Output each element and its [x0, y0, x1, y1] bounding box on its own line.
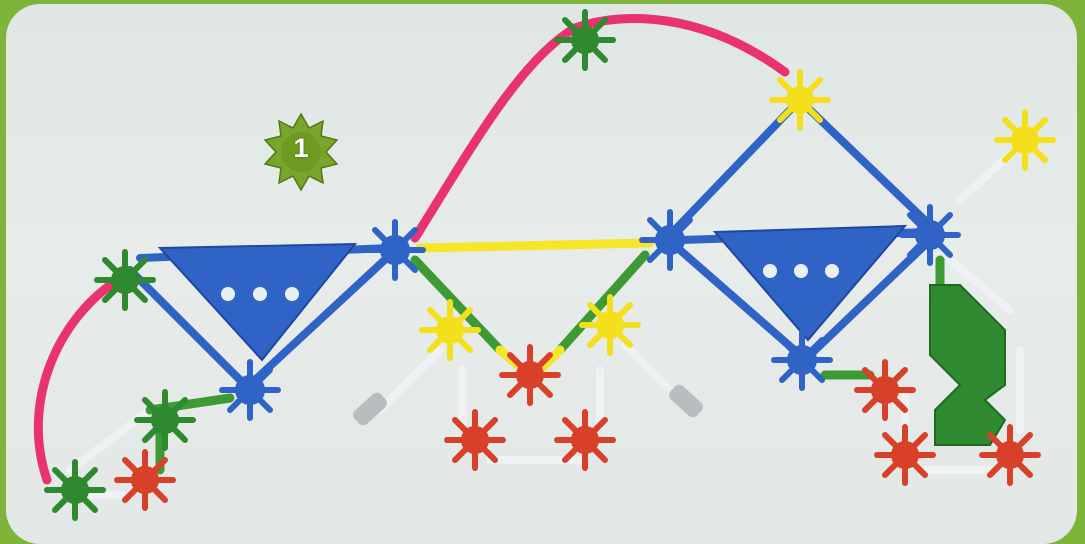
red-connector — [447, 412, 503, 468]
green-connector — [557, 12, 613, 68]
step-number-label: 1 — [281, 133, 321, 164]
yellow-connector — [997, 112, 1053, 168]
panel-holes-right — [763, 264, 839, 278]
blue-triangle-panel-right — [715, 226, 905, 340]
red-connector — [982, 427, 1038, 483]
blue-connector — [902, 207, 958, 263]
red-connector — [557, 412, 613, 468]
blue-connector — [367, 222, 423, 278]
yellow-connector — [422, 302, 478, 358]
blue-connector — [222, 362, 278, 418]
blue-triangle-panel-left — [160, 244, 355, 360]
green-connector — [97, 252, 153, 308]
k-nex-model-illustration — [0, 0, 1085, 522]
green-connector — [137, 392, 193, 448]
green-frame: 1 — [0, 0, 1085, 522]
panel-holes-left — [221, 287, 299, 301]
green-panel-right — [930, 285, 1005, 445]
red-connector — [502, 347, 558, 403]
red-connector — [877, 427, 933, 483]
red-connector — [857, 362, 913, 418]
yellow-rod-horizontal — [420, 243, 650, 248]
red-connector — [117, 452, 173, 508]
green-connector — [47, 462, 103, 518]
yellow-connector — [582, 297, 638, 353]
blue-connector — [774, 332, 830, 388]
yellow-connector — [772, 72, 828, 128]
blue-connector — [642, 212, 698, 268]
